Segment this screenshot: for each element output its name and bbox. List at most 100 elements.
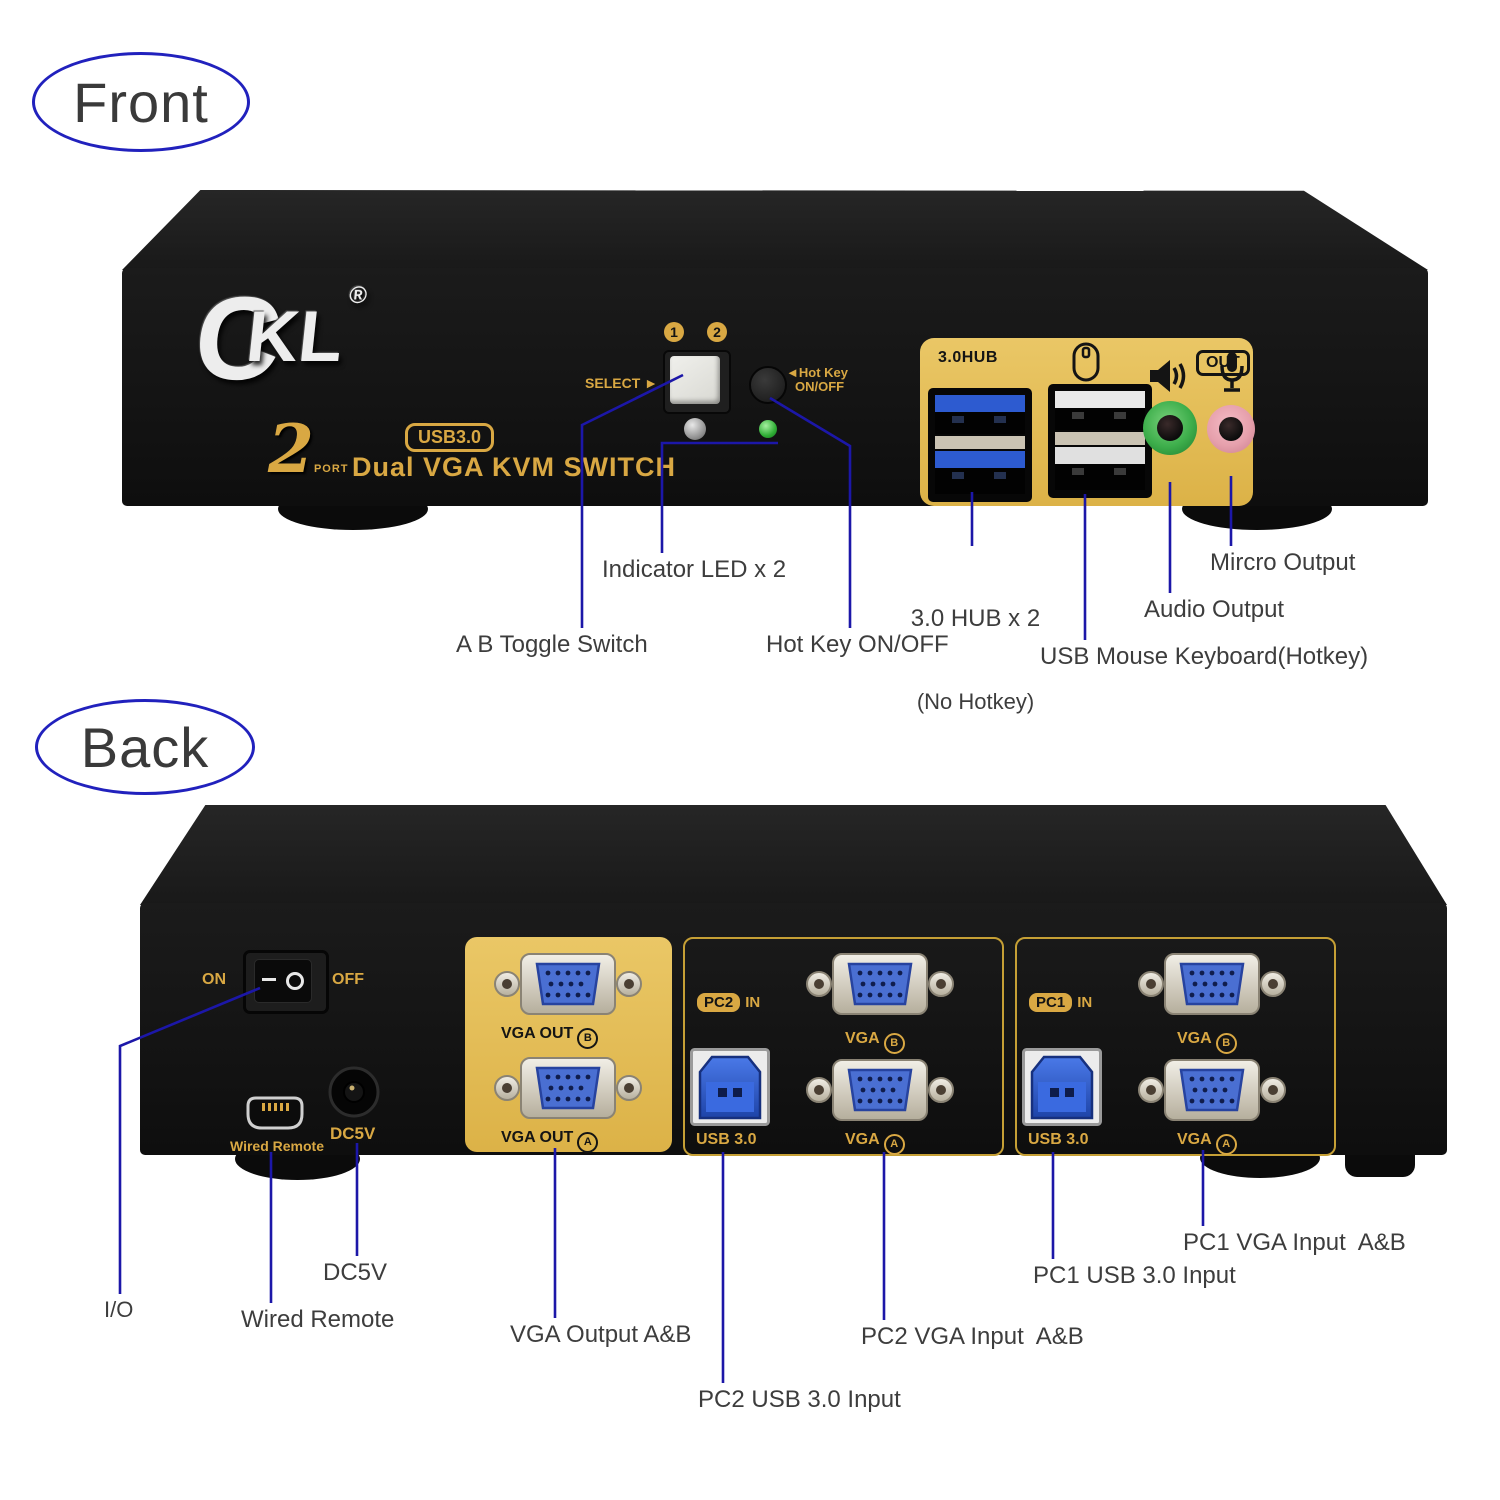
hotkey-label-line2: ON/OFF	[795, 379, 845, 394]
annotation-audio-output: Audio Output	[1144, 596, 1285, 623]
front-section-label: Front	[32, 52, 250, 152]
pc1-badge-text: PC1	[1029, 993, 1073, 1012]
speaker-icon	[1146, 356, 1192, 401]
dc5v-label-text: DC5V	[330, 1124, 376, 1143]
product-name-text: Dual VGA KVM SWITCH	[352, 452, 677, 482]
vga-out-b-circle: B	[577, 1027, 599, 1049]
usb30-badge-text: USB3.0	[418, 427, 482, 447]
annotation-toggle-switch: A B Toggle Switch	[456, 631, 648, 658]
front-device-top-face	[122, 190, 1428, 270]
pc2-vga-a-word: VGA	[845, 1131, 880, 1148]
mic-output-jack-hole	[1219, 417, 1243, 441]
pc1-in-text: IN	[1077, 994, 1093, 1011]
status-led-green	[759, 420, 777, 438]
usb3-hub-ports	[928, 388, 1032, 507]
power-on-label: ON	[202, 971, 226, 989]
port-count-script: 2PORT	[268, 416, 349, 482]
annotation-io: I/O	[104, 1297, 134, 1322]
brand-logo: CKL®	[189, 273, 369, 405]
back-section-label: Back	[35, 699, 255, 795]
annotation-pc1-vga: PC1 VGA Input A&B	[1183, 1229, 1406, 1256]
indicator-led-2: 2	[707, 322, 727, 342]
annotation-wired-remote: Wired Remote	[241, 1306, 395, 1333]
pc1-usb3-label-text: USB 3.0	[1028, 1131, 1089, 1148]
pc2-vga-a-circle: A	[883, 1133, 905, 1155]
vga-out-b-word: VGA OUT	[501, 1025, 574, 1042]
vga-out-a-connector	[493, 1052, 643, 1129]
dc-power-jack	[328, 1066, 380, 1123]
annotation-pc2-vga: PC2 VGA Input A&B	[861, 1323, 1084, 1350]
product-name: Dual VGA KVM SWITCH	[352, 452, 676, 483]
power-switch-off-mark	[286, 972, 304, 990]
hub-top-label: 3.0HUB	[938, 349, 998, 367]
back-label-text: Back	[80, 715, 210, 779]
mouse-icon	[1072, 342, 1100, 387]
power-off-label: OFF	[332, 971, 364, 989]
annotation-usb-mouse-keyboard: USB Mouse Keyboard(Hotkey)	[1040, 643, 1369, 670]
pc1-section-outline	[1015, 937, 1336, 1156]
indicator-1-number: 1	[670, 324, 678, 340]
vga-out-a-circle: A	[577, 1131, 599, 1153]
select-label: SELECT ►	[560, 375, 658, 391]
annotation-indicator-led: Indicator LED x 2	[602, 556, 787, 583]
annotation-mic-output: Mircro Output	[1210, 549, 1356, 576]
annotation-pc1-usb: PC1 USB 3.0 Input	[1033, 1262, 1236, 1289]
usb2-mouse-keyboard-ports	[1048, 384, 1152, 503]
status-led-grey	[684, 418, 706, 440]
hub-top-label-text: 3.0HUB	[938, 349, 998, 366]
select-label-text: SELECT ►	[585, 375, 658, 391]
pc1-vga-b-word: VGA	[1177, 1030, 1212, 1047]
power-switch-on-mark	[262, 978, 276, 981]
port-count-number: 2	[268, 410, 314, 488]
microphone-icon	[1218, 350, 1246, 401]
annotation-hub-line1: 3.0 HUB x 2	[910, 605, 1041, 632]
annotation-hub: 3.0 HUB x 2 (No Hotkey)	[903, 549, 1048, 771]
pc1-vga-a-word: VGA	[1177, 1131, 1212, 1148]
pc2-vga-b-connector	[805, 948, 955, 1025]
indicator-2-number: 2	[713, 324, 721, 340]
annotation-vga-output: VGA Output A&B	[510, 1321, 692, 1348]
brand-logo-kl: KL	[242, 297, 348, 377]
registered-mark: ®	[347, 282, 369, 309]
indicator-led-1: 1	[664, 322, 684, 342]
pc1-usb3-label: USB 3.0	[1028, 1131, 1088, 1149]
pc2-vga-b-circle: B	[883, 1032, 905, 1054]
wired-remote-label: Wired Remote	[230, 1138, 324, 1154]
hotkey-button	[749, 366, 787, 404]
pc2-vga-a-connector	[805, 1054, 955, 1131]
hotkey-button-label: ◄Hot Key ON/OFF	[786, 366, 848, 394]
annotation-hub-line2: (No Hotkey)	[916, 689, 1035, 714]
power-on-text: ON	[202, 971, 226, 988]
annotation-pc2-usb: PC2 USB 3.0 Input	[698, 1386, 901, 1413]
pc1-usb3-port	[1022, 1048, 1102, 1131]
audio-output-jack-hole	[1157, 415, 1183, 441]
pc2-usb3-label: USB 3.0	[696, 1131, 756, 1149]
annotation-hotkey: Hot Key ON/OFF	[766, 631, 949, 658]
hotkey-label-line1: ◄Hot Key	[786, 365, 848, 380]
port-word: PORT	[313, 463, 349, 475]
wired-remote-port	[246, 1096, 304, 1135]
vga-out-a-word: VGA OUT	[501, 1129, 574, 1146]
front-label-text: Front	[73, 70, 209, 134]
wired-remote-label-text: Wired Remote	[230, 1138, 325, 1154]
pc2-usb3-label-text: USB 3.0	[696, 1131, 757, 1148]
pc1-vga-a-circle: A	[1215, 1133, 1237, 1155]
usb30-badge: USB3.0	[405, 423, 495, 452]
pc2-badge-text: PC2	[697, 993, 741, 1012]
pc1-vga-b-connector	[1137, 948, 1287, 1025]
pc2-usb3-port	[690, 1048, 770, 1131]
pc1-vga-b-circle: B	[1215, 1032, 1237, 1054]
vga-out-b-connector	[493, 948, 643, 1025]
power-off-text: OFF	[332, 971, 364, 988]
back-device-top-face	[140, 805, 1447, 905]
pc2-section-outline	[683, 937, 1004, 1156]
